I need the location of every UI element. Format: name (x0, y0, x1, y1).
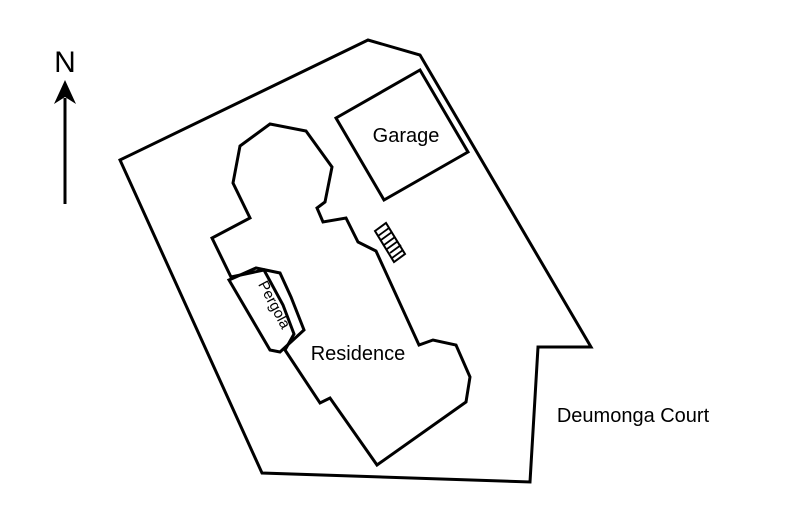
stairs (373, 221, 407, 264)
residence-footprint (210, 122, 472, 468)
pergola-footprint (226, 266, 306, 354)
garage-footprint (333, 67, 471, 203)
property-boundary (118, 38, 594, 484)
pergola-label: Pergola (254, 278, 294, 332)
garage-label: Garage (373, 125, 440, 147)
compass-label: N (54, 46, 76, 79)
north-arrow-icon (54, 80, 76, 204)
street-label: Deumonga Court (557, 405, 710, 427)
residence-label: Residence (311, 343, 406, 365)
